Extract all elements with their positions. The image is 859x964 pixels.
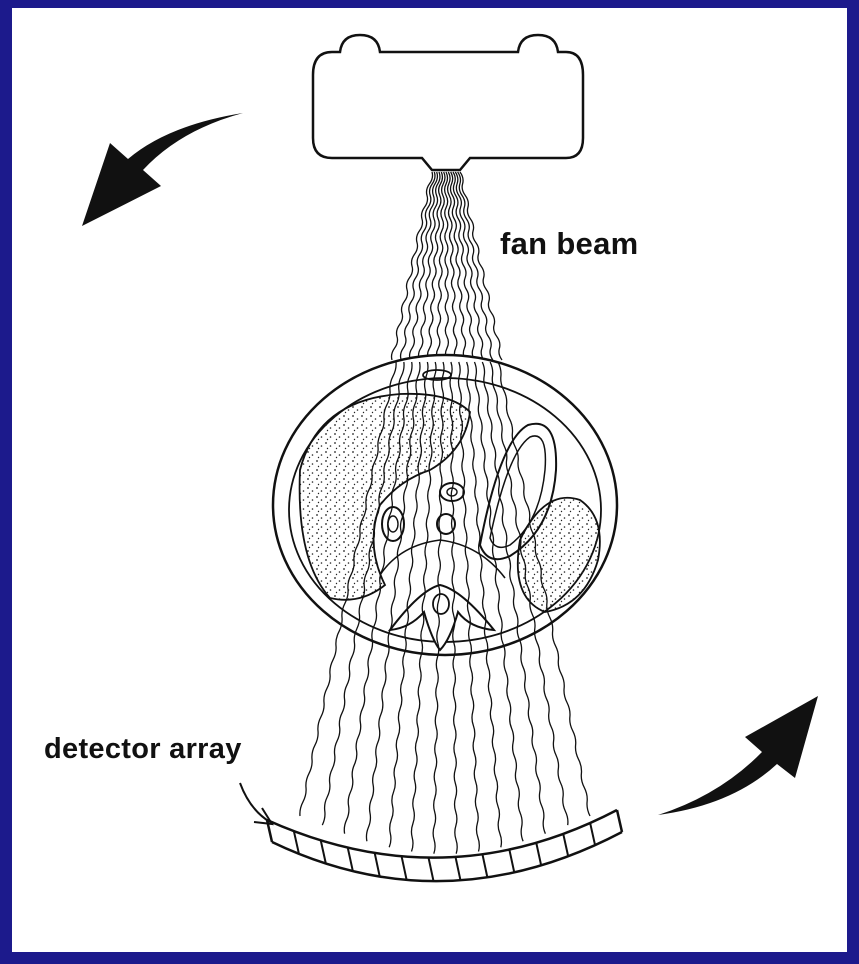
detector-array-label: detector array (44, 733, 242, 765)
transmitted-beam-ray (481, 361, 546, 834)
detector-array (265, 808, 624, 883)
transmitted-beam-ray (473, 361, 524, 842)
detector-pointer-arrow-icon (239, 782, 274, 826)
fan-beam-ray (435, 171, 446, 361)
transmitted-beam-ray (343, 361, 413, 834)
detector-cell-divider (535, 842, 543, 866)
transmitted-beam-ray (466, 361, 503, 848)
transmitted-beam-ray (410, 361, 437, 852)
detector-cell-divider (400, 856, 408, 881)
fan-beam-ray (417, 171, 441, 361)
transmitted-beam-ray (432, 361, 445, 854)
transmitted-beam-ray (365, 361, 421, 842)
patient-cross-section (271, 353, 619, 657)
transmitted-beam-ray (299, 361, 397, 817)
transmitted-beam-ray (489, 361, 569, 826)
transmitted-beam-ray (449, 361, 458, 854)
fan-beam-ray (390, 171, 434, 361)
transmitted-beam-ray (457, 361, 480, 852)
fan-beam (390, 171, 503, 361)
fan-beam-ray (399, 171, 436, 361)
transmitted-beams (299, 361, 591, 854)
rotation-arrow-left-icon (82, 113, 243, 226)
ct-scanner-diagram (82, 33, 818, 883)
rotation-arrow-right-icon (658, 696, 818, 815)
detector-cell-divider (589, 822, 597, 846)
fan-beam-ray (459, 171, 503, 361)
detector-cell-divider (481, 853, 489, 878)
detector-cell-divider (319, 840, 327, 864)
fan-beam-ray (426, 171, 444, 361)
detector-cell-divider (346, 847, 354, 872)
fan-beam-ray (454, 171, 485, 361)
fan-beam-label: fan beam (500, 226, 639, 261)
detector-cell-divider (427, 857, 435, 882)
transmitted-beam-ray (321, 361, 405, 826)
fan-beam-ray (408, 171, 439, 361)
transmitted-beam-ray (388, 361, 429, 848)
detector-cell-divider (292, 831, 300, 854)
diagram-frame: fan beam detector array (12, 8, 847, 952)
fan-beam-ray (443, 171, 450, 361)
detector-cell-divider (508, 849, 516, 873)
fan-beam-ray (449, 171, 467, 361)
fan-beam-ray (457, 171, 494, 361)
xray-tube-icon (311, 33, 585, 172)
fan-beam-ray (452, 171, 476, 361)
detector-cell-divider (373, 852, 381, 877)
fan-beam-ray (446, 171, 458, 361)
detector-cell-divider (454, 856, 462, 881)
transmitted-beam-ray (497, 361, 591, 817)
detector-cell-divider (562, 833, 570, 857)
